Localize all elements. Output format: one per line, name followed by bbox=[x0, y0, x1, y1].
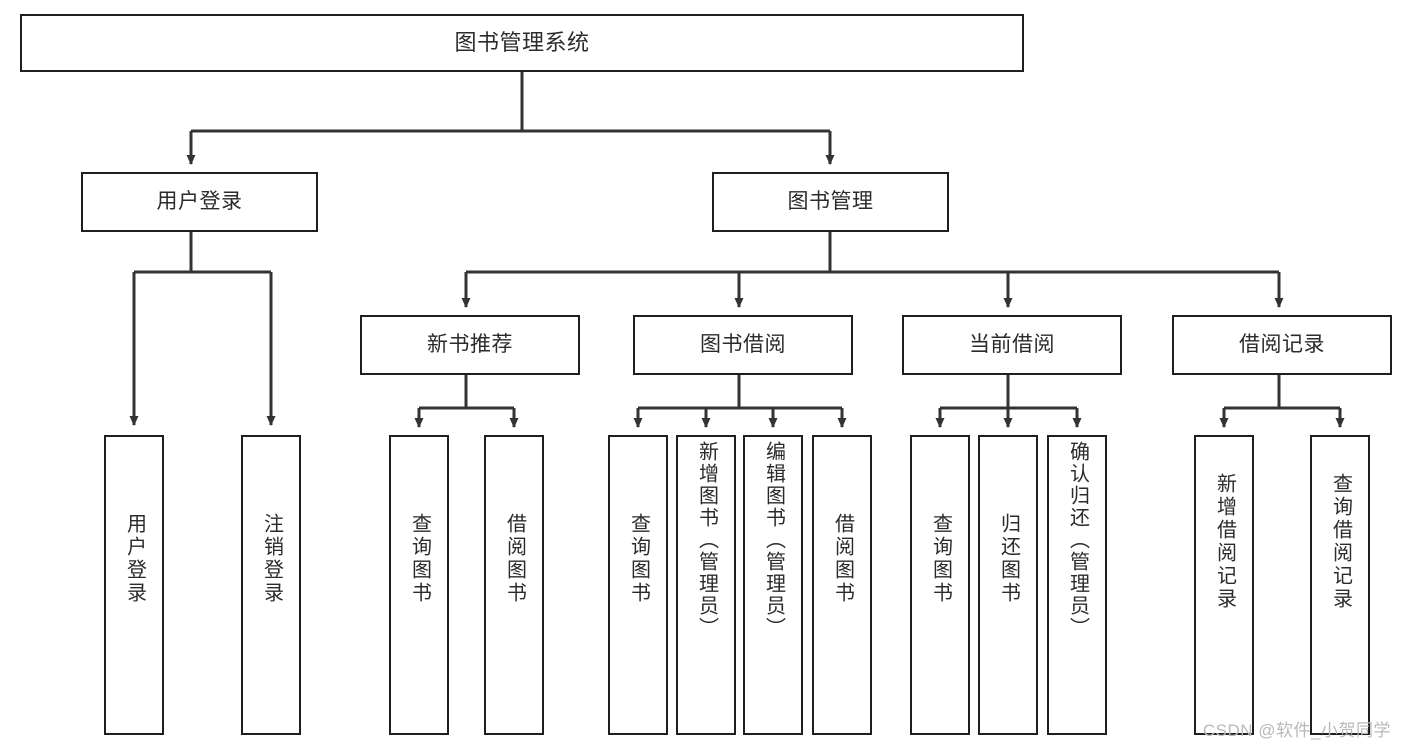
node-current-borrow[interactable]: 当前借阅 bbox=[902, 315, 1122, 375]
node-label: 编辑图书（管理员） bbox=[762, 441, 785, 639]
node-label: 图书借阅 bbox=[700, 333, 786, 357]
node-root-book-management-system[interactable]: 图书管理系统 bbox=[20, 14, 1024, 72]
node-label: 归还图书 bbox=[997, 513, 1020, 605]
leaf-borrow-borrow-book[interactable]: 借阅图书 bbox=[812, 435, 872, 735]
leaf-current-query-book[interactable]: 查询图书 bbox=[910, 435, 970, 735]
node-label: 图书管理系统 bbox=[454, 29, 590, 55]
leaf-borrow-query-book[interactable]: 查询图书 bbox=[608, 435, 668, 735]
node-label: 新增借阅记录 bbox=[1213, 473, 1236, 611]
leaf-borrow-add-book-admin[interactable]: 新增图书（管理员） bbox=[676, 435, 736, 735]
node-label: 查询借阅记录 bbox=[1329, 473, 1352, 611]
leaf-user-login-logout[interactable]: 注销登录 bbox=[241, 435, 301, 735]
node-label: 借阅图书 bbox=[503, 513, 526, 605]
node-user-login[interactable]: 用户登录 bbox=[81, 172, 318, 232]
node-label: 新增图书（管理员） bbox=[695, 441, 718, 639]
node-label: 借阅记录 bbox=[1239, 333, 1325, 357]
node-label: 注销登录 bbox=[260, 513, 283, 605]
node-label: 用户登录 bbox=[156, 190, 243, 214]
node-label: 查询图书 bbox=[627, 513, 650, 605]
node-label: 图书管理 bbox=[787, 190, 874, 214]
watermark-text: CSDN @软件_小贺同学 bbox=[1202, 721, 1391, 740]
node-borrow-record[interactable]: 借阅记录 bbox=[1172, 315, 1392, 375]
leaf-borrow-edit-book-admin[interactable]: 编辑图书（管理员） bbox=[743, 435, 803, 735]
leaf-new-book-borrow-book[interactable]: 借阅图书 bbox=[484, 435, 544, 735]
node-label: 用户登录 bbox=[123, 513, 146, 605]
node-new-book-recommend[interactable]: 新书推荐 bbox=[360, 315, 580, 375]
leaf-new-book-query-book[interactable]: 查询图书 bbox=[389, 435, 449, 735]
node-label: 借阅图书 bbox=[831, 513, 854, 605]
leaf-user-login-login[interactable]: 用户登录 bbox=[104, 435, 164, 735]
node-label: 查询图书 bbox=[929, 513, 952, 605]
node-book-management[interactable]: 图书管理 bbox=[712, 172, 949, 232]
leaf-current-return-book[interactable]: 归还图书 bbox=[978, 435, 1038, 735]
node-label: 确认归还（管理员） bbox=[1066, 441, 1089, 639]
node-book-borrow[interactable]: 图书借阅 bbox=[633, 315, 853, 375]
node-label: 查询图书 bbox=[408, 513, 431, 605]
node-label: 当前借阅 bbox=[969, 333, 1055, 357]
leaf-record-query-record[interactable]: 查询借阅记录 bbox=[1310, 435, 1370, 735]
node-label: 新书推荐 bbox=[427, 333, 513, 357]
leaf-record-add-record[interactable]: 新增借阅记录 bbox=[1194, 435, 1254, 735]
leaf-current-confirm-return-admin[interactable]: 确认归还（管理员） bbox=[1047, 435, 1107, 735]
